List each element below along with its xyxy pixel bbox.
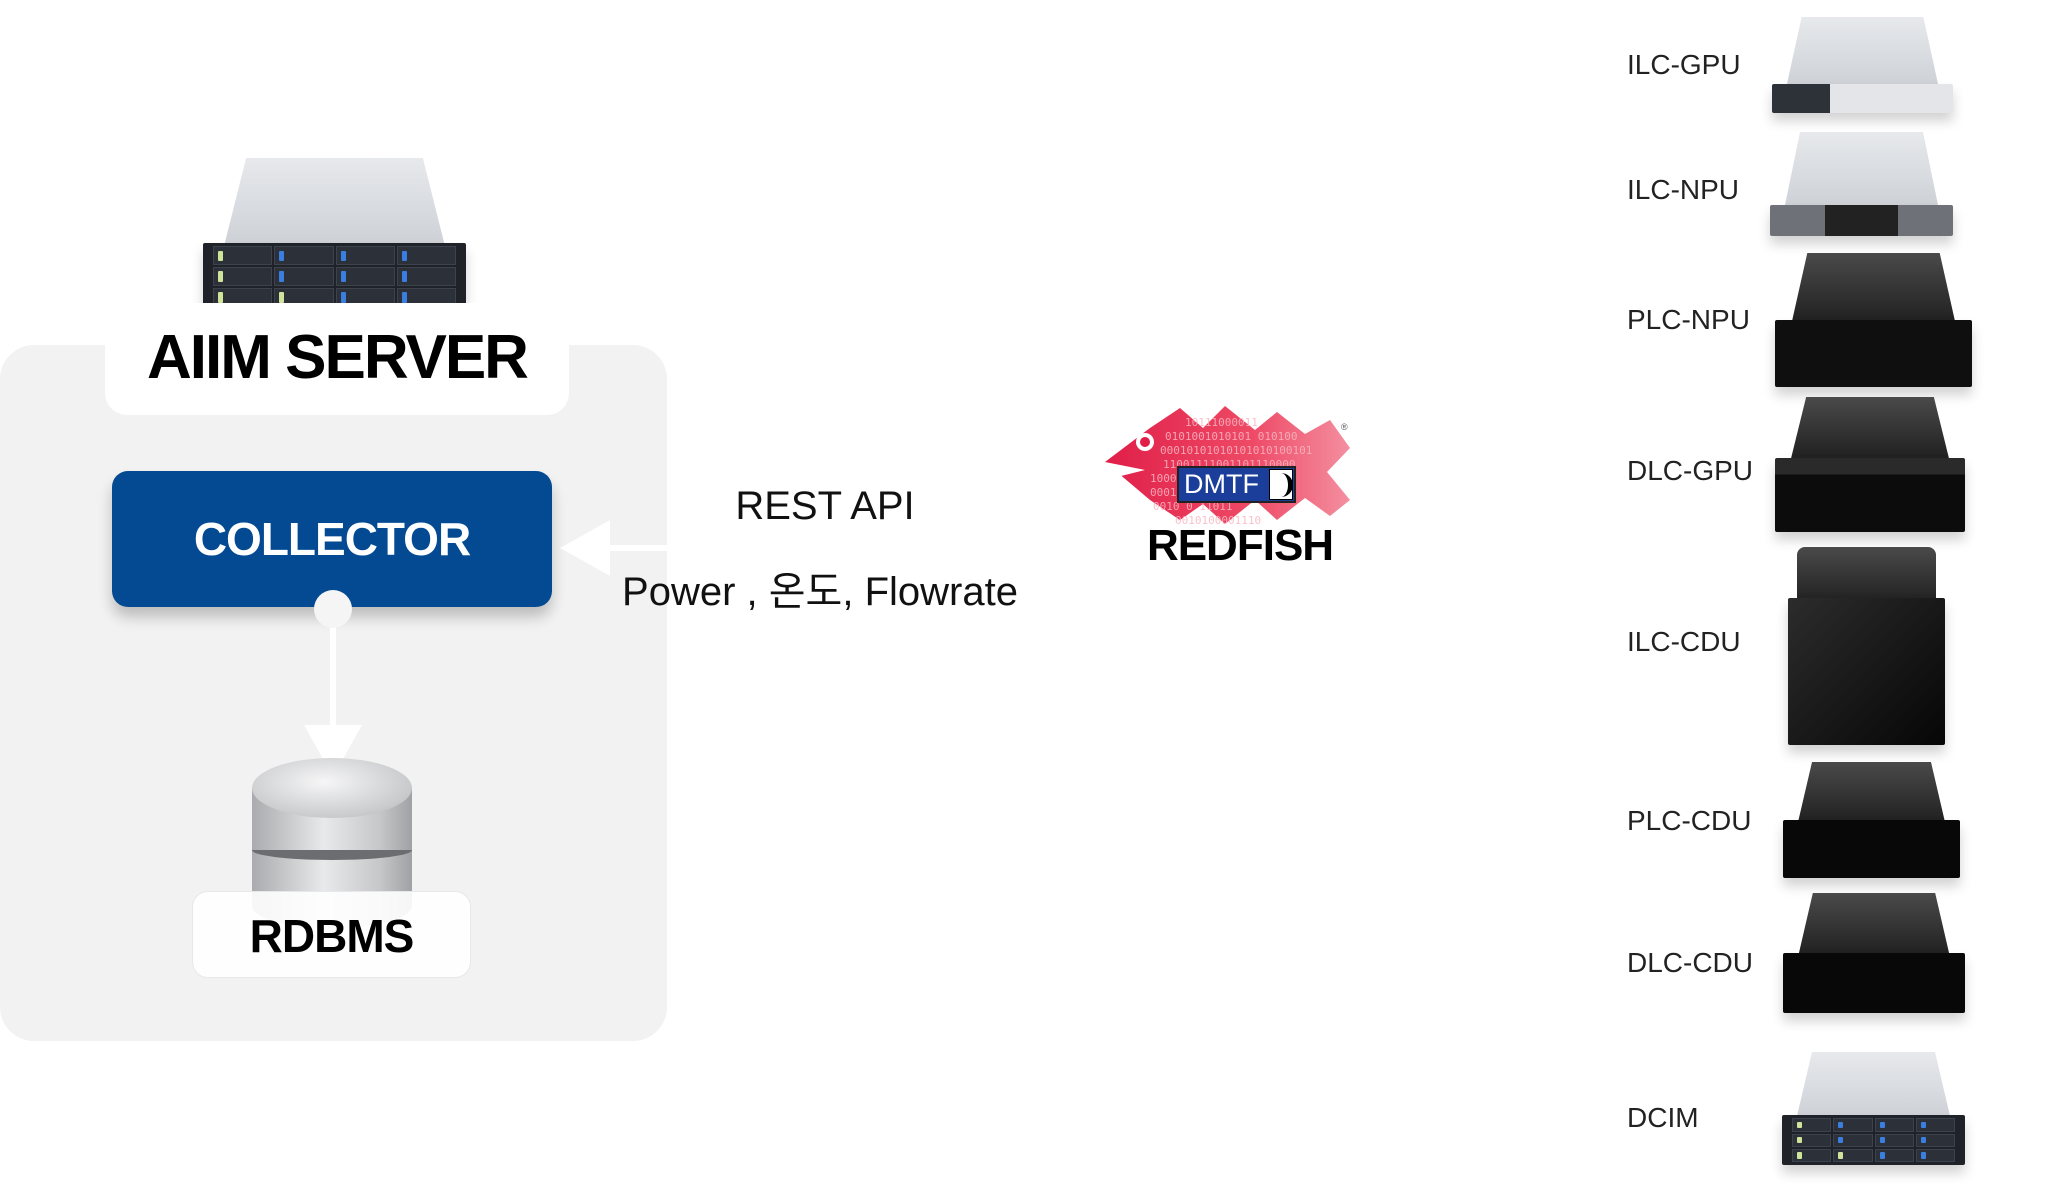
- redfish-logo: 10111000011 0101001010101 010100 0001010…: [1105, 400, 1350, 560]
- dark-gpu-server-icon[interactable]: [1775, 397, 1965, 532]
- binary-row: 0010 0 11011: [1153, 500, 1232, 513]
- binary-row: 00010101010101010100101: [1160, 444, 1312, 457]
- binary-row: 10000: [1150, 472, 1183, 485]
- server-title: AIIM SERVER: [147, 323, 529, 392]
- binary-row: 0010100001110: [1175, 514, 1261, 525]
- device-label-dlc-gpu[interactable]: DLC-GPU: [1627, 455, 1754, 486]
- light-rack-server-icon[interactable]: [1770, 132, 1953, 236]
- device-label-ilc-cdu[interactable]: ILC-CDU: [1627, 626, 1741, 657]
- device-label-dcim[interactable]: DCIM: [1627, 1102, 1699, 1133]
- protocol-label: REST API: [735, 484, 915, 528]
- rack-server-icon: [203, 158, 466, 310]
- motivair-cdu-icon[interactable]: [1783, 893, 1965, 1013]
- device-label-plc-npu[interactable]: PLC-NPU: [1627, 304, 1750, 335]
- binary-row: 10111000011: [1185, 416, 1258, 429]
- registered-mark: ®: [1341, 422, 1348, 432]
- motivair-cdu-icon[interactable]: [1783, 762, 1960, 878]
- device-label-dlc-cdu[interactable]: DLC-CDU: [1627, 947, 1753, 978]
- device-label-ilc-npu[interactable]: ILC-NPU: [1627, 174, 1740, 205]
- metrics-label: Power , 온도, Flowrate: [622, 570, 1018, 614]
- redfish-label: REDFISH: [1146, 521, 1334, 570]
- iceotope-chassis-icon[interactable]: [1775, 253, 1972, 387]
- dmtf-badge: DMTF: [1177, 466, 1296, 503]
- collector-to-db-connector: [330, 615, 336, 730]
- collector-node[interactable]: [112, 471, 552, 607]
- device-label-ilc-gpu[interactable]: ILC-GPU: [1627, 49, 1741, 80]
- rdbms-label-card: [192, 891, 471, 978]
- light-rack-server-icon[interactable]: [1772, 17, 1953, 113]
- redfish-fish-icon: 10111000011 0101001010101 010100 0001010…: [1105, 406, 1350, 525]
- device-label-plc-cdu[interactable]: PLC-CDU: [1627, 805, 1752, 836]
- binary-row: 0101001010101 010100: [1165, 430, 1297, 443]
- arrow-left-icon: [560, 520, 610, 576]
- collector-label: COLLECTOR: [193, 513, 471, 565]
- dmtf-mark-icon: [1269, 469, 1293, 500]
- server-title-card: [105, 303, 569, 415]
- rdbms-node[interactable]: RDBMS: [249, 910, 415, 962]
- api-data-flow-connector: [600, 545, 1040, 551]
- gigabyte-cdu-cabinet-icon[interactable]: [1788, 547, 1945, 745]
- collector-output-port: [314, 590, 352, 628]
- storage-rack-server-icon[interactable]: [1782, 1052, 1965, 1165]
- dmtf-text: DMTF: [1184, 469, 1259, 499]
